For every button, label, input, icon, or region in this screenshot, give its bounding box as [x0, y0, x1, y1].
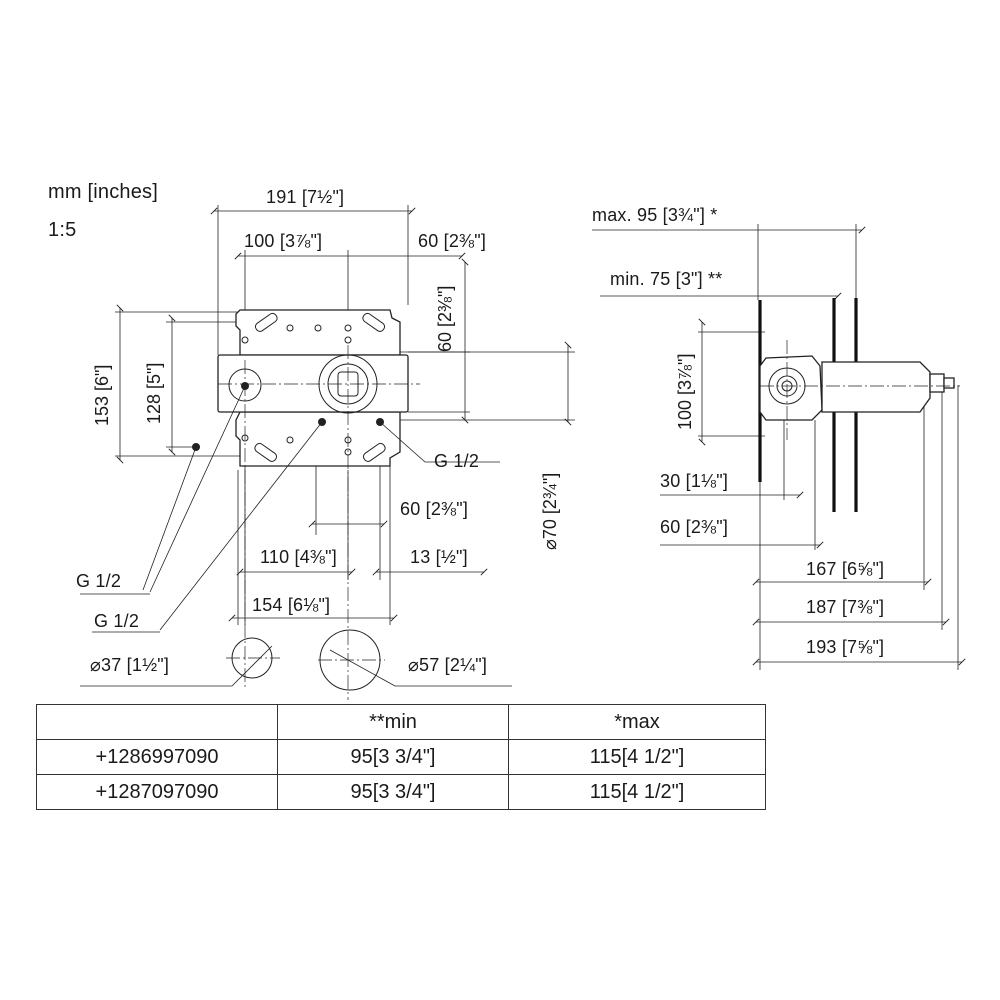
- side-dim-30: 30 [1⅛"]: [660, 471, 729, 491]
- side-max-depth: max. 95 [3¾"] *: [592, 205, 718, 225]
- table-row: +1287097090 95[3 3/4"] 115[4 1/2"]: [36, 774, 766, 810]
- spec-min-cell: 95[3 3/4"]: [276, 739, 510, 775]
- dim-diameter-70: ⌀70 [2¾"]: [540, 472, 560, 550]
- spec-table: **min *max +1286997090 95[3 3/4"] 115[4 …: [36, 704, 766, 810]
- dim-128: 128 [5"]: [144, 362, 164, 424]
- units-label: mm [inches]: [48, 181, 159, 203]
- spec-model-cell: +1286997090: [36, 739, 278, 775]
- dim-diameter-57: ⌀57 [2¼"]: [408, 655, 488, 675]
- side-dim-60: 60 [2⅜"]: [660, 517, 729, 537]
- scale-label: 1:5: [48, 219, 77, 241]
- dim-154: 154 [6⅛"]: [252, 595, 331, 615]
- dim-13: 13 [½"]: [410, 547, 468, 567]
- dim-60-top: 60 [2⅜"]: [418, 231, 487, 251]
- spec-header-min: **min: [276, 704, 510, 740]
- table-row: +1286997090 95[3 3/4"] 115[4 1/2"]: [36, 739, 766, 775]
- spec-header-model: [36, 704, 278, 740]
- dim-diameter-37: ⌀37 [1½"]: [90, 655, 170, 675]
- spec-model-cell: +1287097090: [36, 774, 278, 810]
- side-min-depth: min. 75 [3"] **: [610, 269, 723, 289]
- side-dim-100: 100 [3⅞"]: [675, 353, 695, 430]
- side-dim-187: 187 [7⅜"]: [806, 597, 885, 617]
- spec-header-max: *max: [508, 704, 766, 740]
- dim-60-bottom: 60 [2⅜"]: [400, 499, 469, 519]
- thread-label-left-2: G 1/2: [94, 611, 140, 631]
- spec-min-cell: 95[3 3/4"]: [276, 774, 510, 810]
- dim-100: 100 [3⅞"]: [244, 231, 323, 251]
- dim-60-vertical: 60 [2⅜"]: [435, 285, 455, 352]
- dim-153: 153 [6"]: [92, 364, 112, 426]
- side-dim-167: 167 [6⅝"]: [806, 559, 885, 579]
- thread-label-right: G 1/2: [434, 451, 480, 471]
- side-dim-193: 193 [7⅝"]: [806, 637, 885, 657]
- dim-110: 110 [4⅜"]: [260, 547, 337, 567]
- thread-label-left-1: G 1/2: [76, 571, 122, 591]
- dim-191: 191 [7½"]: [266, 187, 345, 207]
- spec-max-cell: 115[4 1/2"]: [508, 774, 766, 810]
- spec-table-header-row: **min *max: [36, 704, 766, 740]
- spec-max-cell: 115[4 1/2"]: [508, 739, 766, 775]
